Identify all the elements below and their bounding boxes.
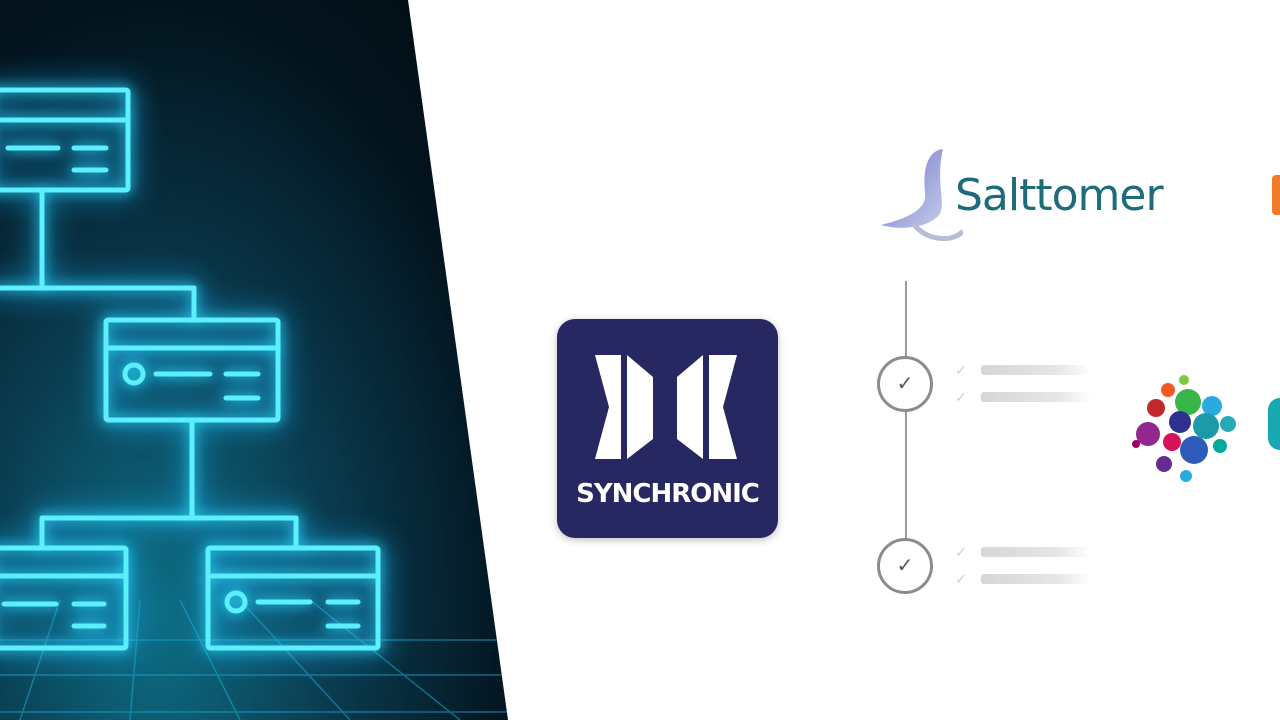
check-icon: ✓ (877, 356, 933, 412)
app-logo-caption: SYNCHRONIC (576, 479, 760, 509)
floor-grid (0, 599, 508, 720)
timeline-line (905, 281, 907, 581)
check-icon: ✓ (955, 388, 967, 405)
orange-accent-shape (1272, 175, 1280, 215)
swoosh-logo-icon (881, 149, 963, 242)
flow-node-middle (103, 317, 281, 423)
checklist-item-placeholder: ✓ (955, 388, 1091, 405)
app-logo-tile: SYNCHRONIC (557, 319, 778, 538)
bowtie-mark-icon (595, 355, 737, 459)
check-icon: ✓ (877, 538, 933, 594)
flowchart-icon (0, 87, 508, 720)
flow-node-bottom-left (0, 545, 129, 651)
check-icon: ✓ (955, 570, 967, 587)
flow-node-bottom-right (205, 545, 381, 651)
check-icon: ✓ (955, 361, 967, 378)
checklist-item-placeholder: ✓ (955, 570, 1091, 587)
check-icon: ✓ (955, 543, 967, 560)
paint-splash-icon (1132, 375, 1236, 482)
flowchart-illustration-panel (0, 0, 508, 720)
teal-accent-shape (1268, 398, 1280, 450)
checklist-item-placeholder: ✓ (955, 361, 1091, 378)
checklist-item-placeholder: ✓ (955, 543, 1091, 560)
brand-wordmark: Salttomer (955, 170, 1164, 221)
flow-node-top (0, 87, 131, 193)
